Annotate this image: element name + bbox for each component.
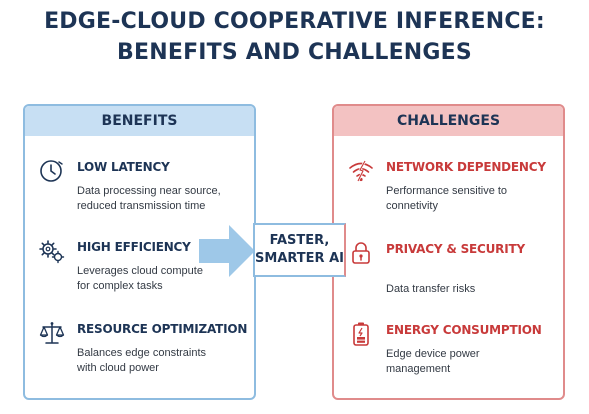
benefit-desc-line-1: Balances edge constraints — [77, 347, 207, 359]
benefit-label: HIGH EFFICIENCY — [77, 240, 191, 254]
broken-wifi-icon — [348, 158, 374, 184]
title-line-1: EDGE-CLOUD COOPERATIVE INFERENCE: — [44, 9, 545, 34]
gears-icon — [39, 238, 65, 264]
right-arrow-icon — [199, 223, 255, 279]
benefit-label: LOW LATENCY — [77, 160, 170, 174]
benefit-desc-line-1: Data processing near source, — [77, 185, 221, 197]
challenges-header: CHALLENGES — [334, 106, 563, 136]
challenge-desc-line-2: connetivity — [386, 200, 438, 212]
center-line-2: SMARTER AI — [255, 251, 344, 266]
benefits-header: BENEFITS — [25, 106, 254, 136]
benefit-desc-line-1: Leverages cloud compute — [77, 265, 203, 277]
benefit-desc: Data processing near source, reduced tra… — [77, 184, 248, 214]
challenge-label: ENERGY CONSUMPTION — [386, 323, 542, 337]
challenge-desc: Performance sensitive to connetivity — [386, 184, 557, 214]
clock-icon — [39, 158, 65, 184]
padlock-icon — [348, 240, 374, 266]
page-title: EDGE-CLOUD COOPERATIVE INFERENCE: BENEFI… — [0, 6, 589, 68]
benefit-desc-line-2: for complex tasks — [77, 280, 163, 292]
challenge-label: NETWORK DEPENDENCY — [386, 160, 546, 174]
challenge-desc-line-1: Performance sensitive to — [386, 185, 508, 197]
center-line-1: FASTER, — [269, 233, 330, 248]
challenge-desc-line-1: Edge device power — [386, 348, 480, 360]
challenge-desc-line-1: Data transfer risks — [386, 283, 476, 295]
challenge-desc: Edge device power management — [386, 347, 557, 377]
title-line-2: BENEFITS AND CHALLENGES — [117, 40, 472, 65]
scales-icon — [39, 320, 65, 346]
benefit-desc: Leverages cloud compute for complex task… — [77, 264, 248, 294]
challenge-desc-line-2: management — [386, 363, 451, 375]
challenge-label: PRIVACY & SECURITY — [386, 242, 525, 256]
benefit-label: RESOURCE OPTIMIZATION — [77, 322, 248, 336]
benefit-desc-line-2: reduced transmission time — [77, 200, 206, 212]
benefit-desc-line-2: with cloud power — [77, 362, 159, 374]
benefit-desc: Balances edge constraints with cloud pow… — [77, 346, 248, 376]
center-summary-box: FASTER, SMARTER AI — [253, 223, 346, 277]
challenge-desc: Data transfer risks — [386, 282, 557, 297]
battery-icon — [348, 321, 374, 347]
challenges-panel: CHALLENGES NETWORK DEPENDENCY Performanc… — [332, 104, 565, 400]
